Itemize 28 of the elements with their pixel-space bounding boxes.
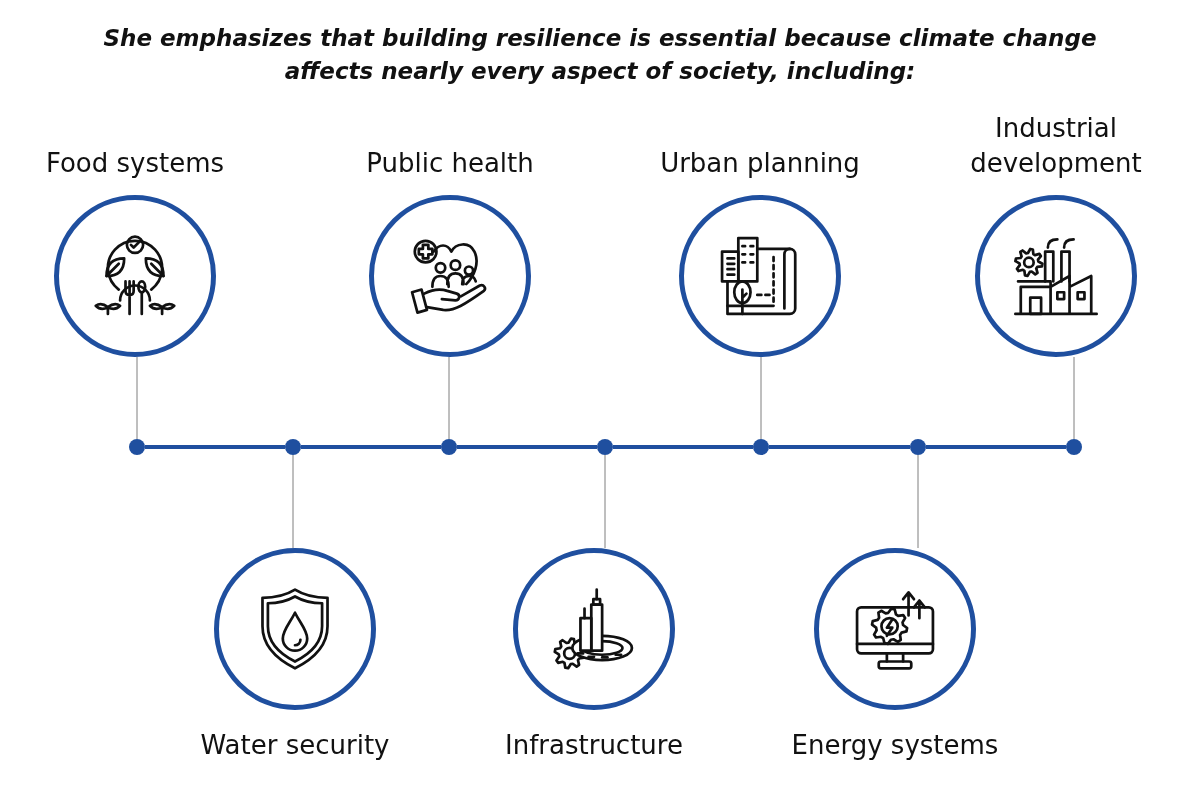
connector-line (136, 356, 138, 440)
connector-line (760, 356, 762, 440)
category-label: Food systems (44, 146, 226, 180)
connector-line (292, 454, 294, 549)
connector-line (604, 454, 606, 549)
timeline-line (926, 445, 1066, 449)
category-label: Public health (365, 146, 535, 180)
connector-line (1073, 356, 1075, 440)
timeline-dot-icon (129, 439, 145, 455)
heading: She emphasizes that building resilience is essential because climate change affects nearly every aspect of society, including: (102, 24, 1098, 87)
connector-line (448, 356, 450, 440)
timeline-dot-icon (441, 439, 457, 455)
timeline-line (457, 445, 597, 449)
timeline-line (301, 445, 441, 449)
category-label: Water security (199, 729, 391, 762)
timeline-dot-icon (285, 439, 301, 455)
timeline-line (613, 445, 753, 449)
category-label: Urban planning (659, 146, 861, 180)
connector-line (917, 454, 919, 549)
timeline-line (769, 445, 910, 449)
timeline-dot-icon (597, 439, 613, 455)
timeline-dot-icon (1066, 439, 1082, 455)
category-label: Energy systems (790, 729, 1000, 762)
timeline-dot-icon (910, 439, 926, 455)
timeline-dot-icon (753, 439, 769, 455)
timeline-line (145, 445, 285, 449)
category-label: Industrial development (969, 111, 1143, 180)
category-label: Infrastructure (504, 729, 684, 762)
